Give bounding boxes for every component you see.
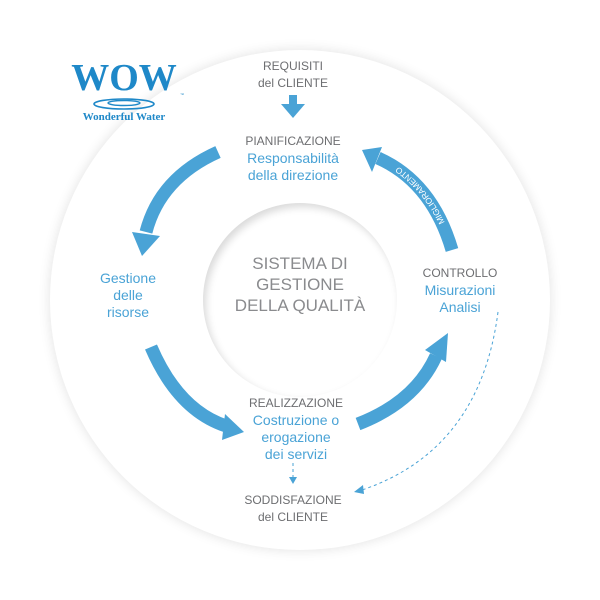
controllo-title: CONTROLLO (422, 266, 498, 280)
arrowhead-down-left (132, 232, 160, 256)
arrowhead-up-left (362, 147, 382, 172)
center-title: SISTEMA DI GESTIONE DELLA QUALITÀ (210, 253, 390, 316)
center-line: SISTEMA DI (252, 254, 348, 273)
arrow-risorse-to-realizzazione (145, 344, 229, 433)
controllo-node: CONTROLLO Misurazioni Analisi (410, 265, 510, 316)
center-line: DELLA QUALITÀ (234, 296, 366, 315)
soddisfazione-line: SODDISFAZIONE (244, 493, 342, 507)
arrow-realizzazione-to-controllo (355, 353, 442, 431)
arrowhead-right (222, 414, 244, 440)
realizzazione-sub: Costruzione o (252, 412, 340, 428)
arrow-pianificazione-to-risorse (139, 146, 221, 234)
pianificazione-sub: Responsabilità (247, 150, 339, 166)
pianificazione-node: PIANIFICAZIONE Responsabilità della dire… (220, 133, 366, 184)
risorse-line: Gestione (99, 270, 157, 286)
controllo-sub: Analisi (439, 299, 481, 315)
svg-text:WOW: WOW (71, 58, 177, 99)
miglioramento-label: MIGLIORAMENTO (393, 165, 446, 226)
pianificazione-sub: della direzione (247, 167, 339, 183)
dashed-arrowhead (354, 485, 364, 494)
wow-logo: WOW ™ Wonderful Water (71, 58, 184, 123)
center-line: GESTIONE (256, 275, 344, 294)
risorse-line: delle (113, 287, 143, 303)
arrowhead-up-right (425, 333, 448, 362)
dashed-controllo-to-soddisfazione (361, 311, 499, 491)
requisiti-label: REQUISITI del CLIENTE (233, 58, 353, 92)
controllo-sub: Misurazioni (424, 282, 496, 298)
arrow-miglioramento (375, 152, 459, 252)
inner-circle (203, 203, 397, 397)
risorse-node: Gestione delle risorse (88, 270, 168, 321)
realizzazione-node: REALIZZAZIONE Costruzione o erogazione d… (236, 395, 356, 463)
pianificazione-title: PIANIFICAZIONE (245, 134, 341, 148)
soddisfazione-label: SODDISFAZIONE del CLIENTE (230, 492, 356, 526)
risorse-line: risorse (106, 304, 149, 320)
dashed-arrowhead (289, 477, 297, 484)
realizzazione-sub: erogazione (261, 429, 331, 445)
svg-text:Wonderful Water: Wonderful Water (83, 111, 166, 123)
realizzazione-title: REALIZZAZIONE (248, 396, 343, 410)
svg-text:™: ™ (180, 92, 184, 97)
realizzazione-sub: dei servizi (264, 446, 328, 462)
arrowhead-requisiti (281, 104, 305, 118)
requisiti-line: del CLIENTE (257, 76, 329, 90)
requisiti-line: REQUISITI (262, 59, 323, 73)
soddisfazione-line: del CLIENTE (257, 510, 329, 524)
